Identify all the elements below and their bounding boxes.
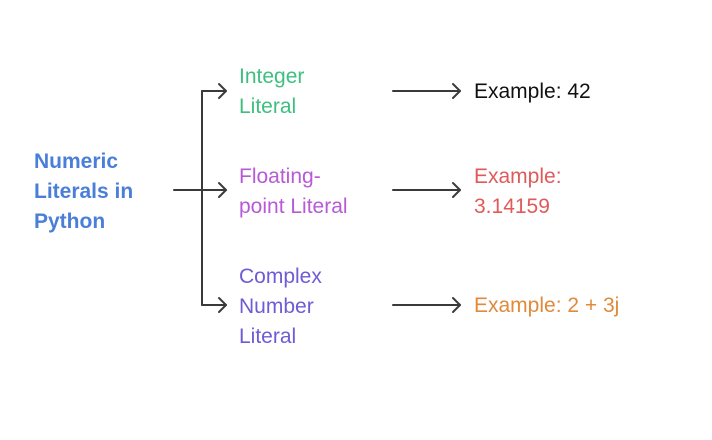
example-arrow-head-complex [452,297,461,313]
example-arrow-head-float [452,182,461,198]
branch-arrow-head-complex [218,297,227,313]
float-example-label: Example: 3.14159 [474,165,562,218]
floating-point-literal-node: Floating- point Literal [239,165,348,218]
complex-number-literal-node: Complex Number Literal [239,265,322,348]
example-arrow-head-integer [452,83,461,99]
complex-example-label: Example: 2 + 3j [474,294,620,317]
integer-literal-node: Integer Literal [239,65,305,118]
branch-arrow-head-integer [218,83,227,99]
root-node-label: Numeric Literals in Python [34,150,134,233]
root-arrow-head [218,182,227,198]
integer-example-label: Example: 42 [474,80,591,103]
